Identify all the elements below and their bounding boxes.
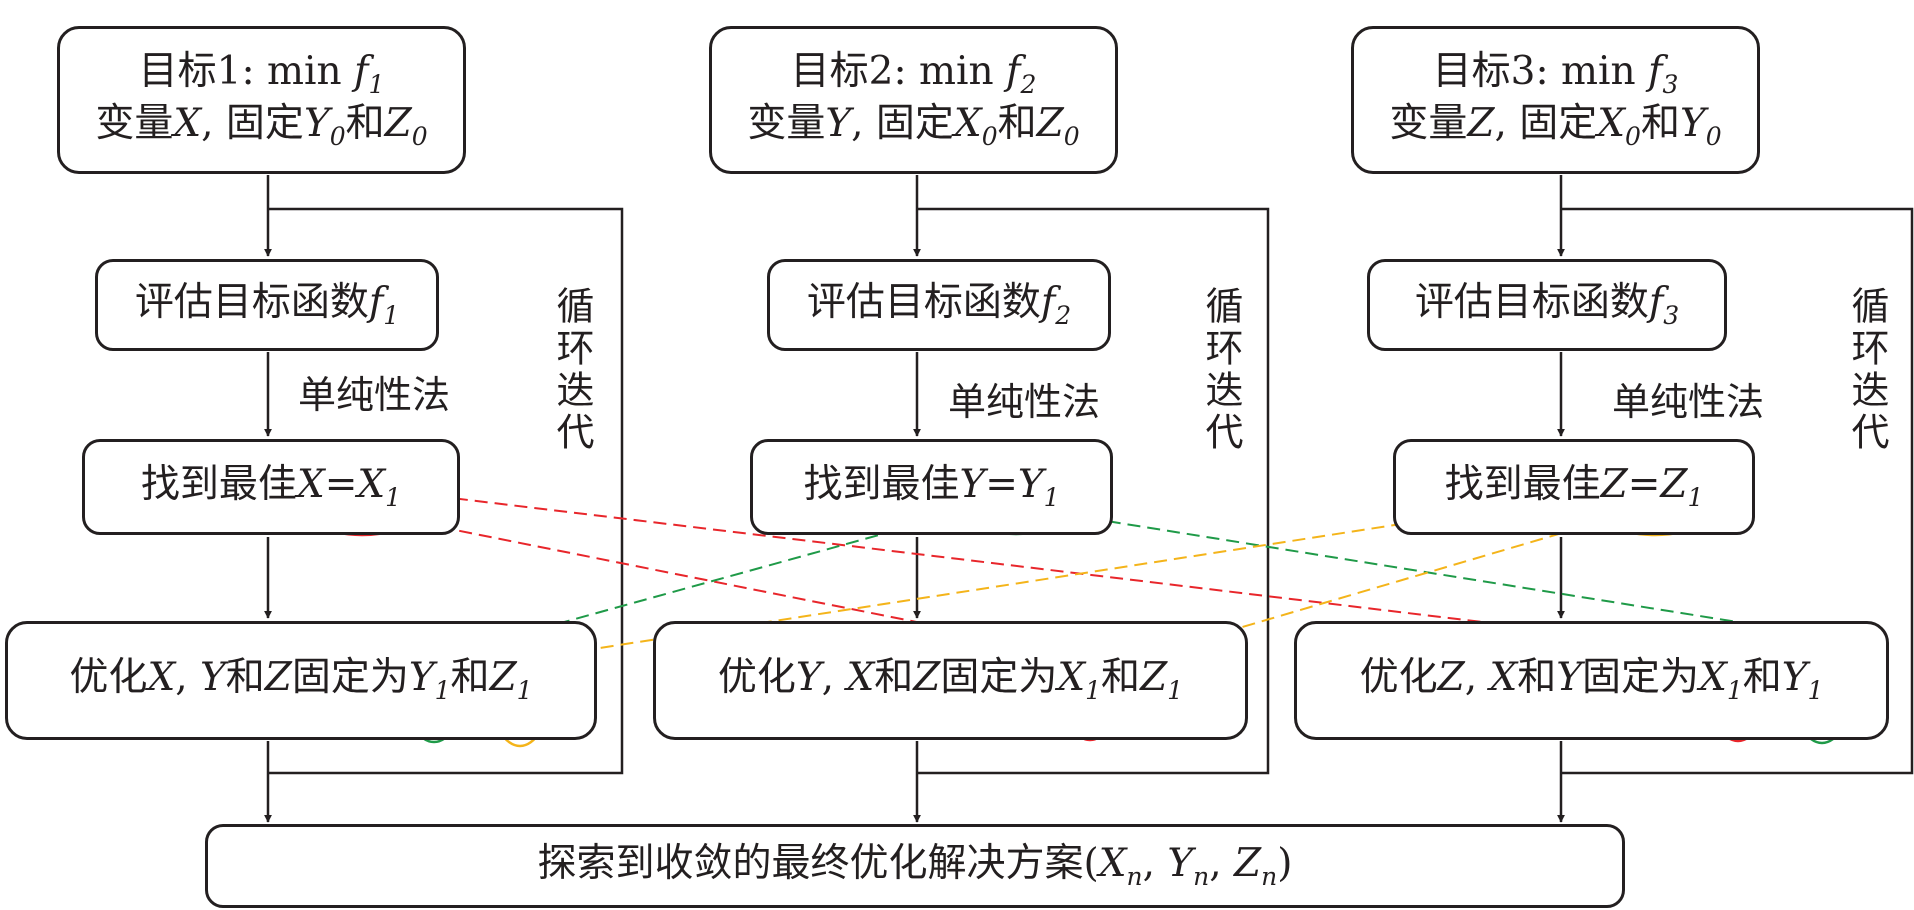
opt-box-2: 优化Y, X和Z固定为X1和Z1 <box>653 621 1248 740</box>
goal-box-1: 目标1: min f1 变量X, 固定Y0和Z0 <box>57 26 466 174</box>
method-label-1: 单纯性法 <box>298 373 451 417</box>
red-arrow-x1-to-col3 <box>434 495 1717 657</box>
loop-label-1: 循环迭代 <box>550 286 594 454</box>
goal-line-3: 目标3: min f3 <box>1432 48 1679 99</box>
loop-label-3: 循环迭代 <box>1845 286 1889 454</box>
final-solution-box: 探索到收敛的最终优化解决方案(Xn, Yn, Zn) <box>205 824 1625 908</box>
yellow-arrow-z1-to-col2 <box>1203 532 1563 642</box>
goal-box-2: 目标2: min f2 变量Y, 固定X0和Z0 <box>709 26 1118 174</box>
find-box-3: 找到最佳Z=Z1 <box>1393 439 1755 535</box>
loop-line-2 <box>917 207 1270 775</box>
red-arrow-x1-to-col2 <box>419 522 1074 659</box>
eval-box-2: 评估目标函数f2 <box>767 259 1111 351</box>
column-1-flow <box>264 175 624 823</box>
eval-box-1: 评估目标函数f1 <box>95 259 439 351</box>
green-arrow-y1-to-col1 <box>450 513 956 657</box>
goal-line-1: 目标1: min f1 <box>138 48 385 99</box>
column-3-flow <box>1557 175 1914 823</box>
green-arrow-y1-to-col3 <box>1087 517 1808 639</box>
loop-label-2: 循环迭代 <box>1199 286 1243 454</box>
vars-line-1: 变量X, 固定Y0和Z0 <box>95 101 428 151</box>
opt-box-1: 优化X, Y和Z固定为Y1和Z1 <box>5 621 597 740</box>
column-2-flow <box>913 175 1270 823</box>
loop-line-3 <box>1561 207 1914 775</box>
vars-line-3: 变量Z, 固定X0和Y0 <box>1389 101 1722 151</box>
loop-line-1 <box>268 207 624 775</box>
find-box-1: 找到最佳X=X1 <box>82 439 460 535</box>
goal-line-2: 目标2: min f2 <box>790 48 1037 99</box>
vars-line-2: 变量Y, 固定X0和Z0 <box>747 101 1080 151</box>
goal-box-3: 目标3: min f3 变量Z, 固定X0和Y0 <box>1351 26 1760 174</box>
method-label-3: 单纯性法 <box>1612 380 1765 424</box>
opt-box-3: 优化Z, X和Y固定为X1和Y1 <box>1294 621 1889 740</box>
method-label-2: 单纯性法 <box>948 380 1101 424</box>
eval-box-3: 评估目标函数f3 <box>1367 259 1727 351</box>
find-box-2: 找到最佳Y=Y1 <box>750 439 1113 535</box>
